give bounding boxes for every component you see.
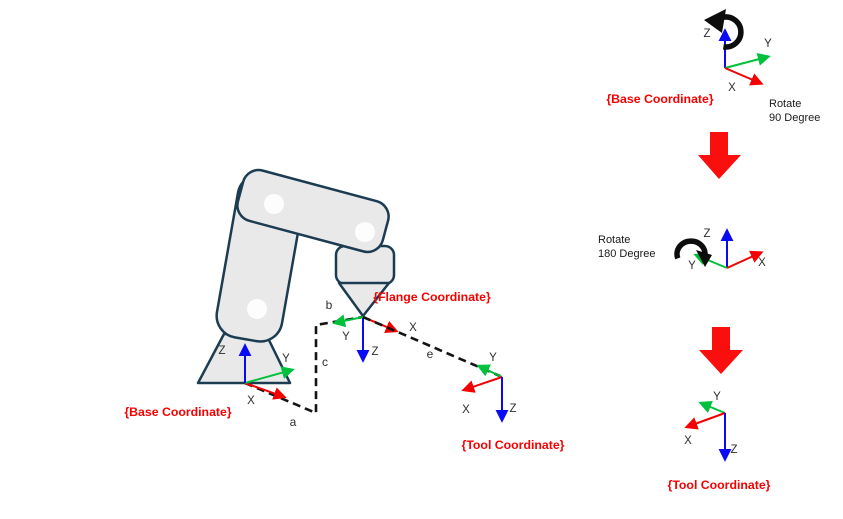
step1-y-label: Y [764, 38, 772, 50]
step1-x-label: X [728, 82, 736, 94]
step2-caption-line2: 180 Degree [598, 248, 656, 260]
step3-y-label: Y [713, 391, 721, 403]
step3-frame-title: {Tool Coordinate} [668, 478, 771, 492]
step3-z-label: Z [730, 444, 737, 456]
step3-y-axis [698, 400, 726, 414]
step3-tool-frame: Y X Z {Tool Coordinate} [668, 391, 771, 492]
robot-elbow-joint [355, 222, 375, 242]
step3-x-axis [684, 412, 726, 430]
base-y-axis [244, 366, 295, 384]
flange-y-axis [332, 314, 364, 328]
flange-y-label: Y [342, 331, 350, 343]
rotate-y-arc-icon [674, 238, 708, 260]
step2-z-label: Z [703, 228, 710, 240]
tool-coordinate-frame: Y X Z {Tool Coordinate} [461, 352, 565, 452]
step2-intermediate-frame: Z X Y Rotate 180 Degree [598, 228, 766, 272]
step-down-arrow-1-icon [698, 132, 741, 179]
step2-x-axis [726, 250, 764, 269]
dim-e-label: e [427, 347, 434, 361]
step1-z-label: Z [703, 28, 710, 40]
tool-y-axis [476, 364, 503, 378]
base-frame-title: {Base Coordinate} [124, 405, 232, 419]
dim-b-label: b [326, 298, 333, 312]
base-y-label: Y [282, 353, 290, 365]
flange-frame-title: {Flange Coordinate} [373, 290, 491, 304]
tool-x-axis [461, 376, 503, 393]
tool-x-label: X [462, 404, 470, 416]
base-x-label: X [247, 395, 255, 407]
base-z-label: Z [218, 345, 225, 357]
robot-base-joint [247, 299, 267, 319]
step1-base-frame: Z Y X {Base Coordinate} Rotate 90 Degree [606, 9, 820, 124]
step2-y-label: Y [688, 260, 696, 272]
rotate-z-arc-icon [720, 14, 744, 50]
base-x-axis [244, 382, 287, 400]
step1-caption-line1: Rotate [769, 98, 801, 110]
step1-y-axis [724, 53, 771, 69]
step1-frame-title: {Base Coordinate} [606, 92, 714, 106]
dim-c-label: c [322, 355, 328, 369]
step-down-arrow-2-icon [699, 327, 743, 374]
robot-arm [196, 168, 396, 385]
tool-y-label: Y [489, 352, 497, 364]
robot-end-effector-tip [337, 281, 391, 318]
step2-caption-line1: Rotate [598, 234, 630, 246]
step1-x-axis [724, 67, 764, 86]
robot-upper-arm-link [236, 168, 390, 254]
dim-a-label: a [290, 415, 297, 429]
tool-z-label: Z [509, 403, 516, 415]
flange-z-label: Z [371, 346, 378, 358]
step2-x-label: X [758, 257, 766, 269]
step1-caption-line2: 90 Degree [769, 112, 820, 124]
rotate-y-arrowhead-icon [696, 250, 712, 267]
flange-x-label: X [409, 322, 417, 334]
tool-frame-title: {Tool Coordinate} [462, 438, 565, 452]
step3-x-label: X [684, 435, 692, 447]
rotate-z-arrowhead-icon [704, 9, 726, 33]
base-coordinate-frame: Z Y X {Base Coordinate} [124, 343, 295, 419]
robot-shoulder-joint [264, 194, 284, 214]
